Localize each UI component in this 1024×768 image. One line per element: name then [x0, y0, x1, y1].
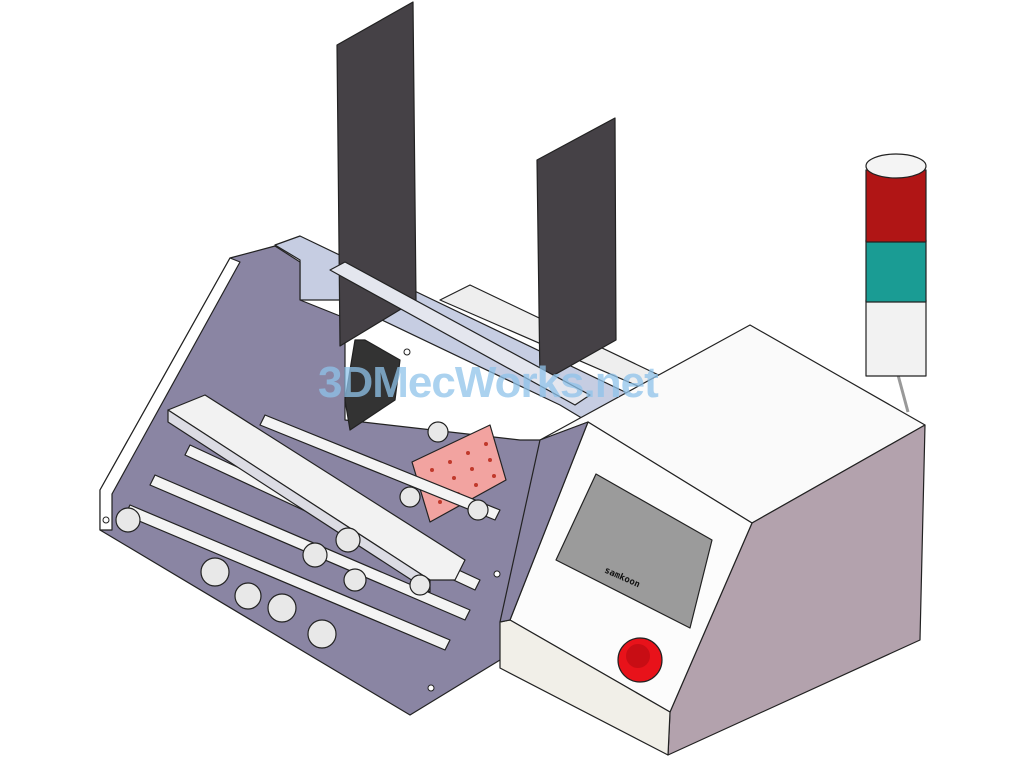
- emergency-stop-cap: [626, 644, 650, 668]
- suction-block: [411, 424, 507, 523]
- rollers: [115, 421, 489, 649]
- touch-screen[interactable]: [555, 473, 713, 629]
- tower-cap: [865, 153, 927, 179]
- slot: [344, 339, 401, 431]
- crossbar-face: [167, 409, 431, 593]
- tower-cable: [896, 374, 910, 413]
- tower-green-light[interactable]: [865, 239, 927, 303]
- watermark: 3DMecWorks.net: [318, 358, 659, 407]
- tower-red-light[interactable]: [865, 169, 927, 243]
- guide-plate-right: [536, 117, 617, 384]
- cabinet-left-face: [499, 421, 589, 623]
- left-side-plate-edge: [99, 257, 241, 531]
- tower-white-base: [865, 299, 927, 377]
- mount-holes: [102, 348, 501, 692]
- top-bar: [329, 261, 591, 406]
